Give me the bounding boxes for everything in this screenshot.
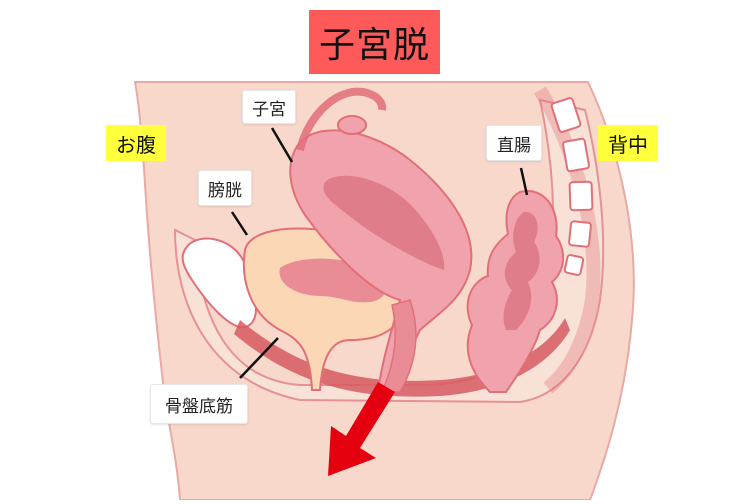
uterus-cavity	[323, 175, 445, 270]
leader-bladder	[230, 211, 249, 236]
vertebrae	[550, 97, 594, 276]
label-rectum: 直腸	[486, 125, 542, 161]
side-label-back: 背中	[598, 125, 658, 161]
prolapse-arrow	[328, 382, 395, 476]
leader-rectum	[519, 167, 529, 196]
ovary	[337, 115, 367, 135]
page-title: 子宮脱	[309, 10, 440, 74]
leader-lines	[230, 127, 529, 379]
leader-pelvic-floor	[239, 337, 279, 379]
label-bladder: 膀胱	[198, 170, 252, 206]
side-label-front: お腹	[106, 125, 166, 161]
label-pelvic-floor: 骨盤底筋	[150, 384, 248, 424]
pubic-bone	[181, 237, 258, 329]
fallopian-tube	[296, 87, 387, 152]
label-uterus: 子宮	[242, 90, 296, 124]
rectum-lumen	[503, 211, 540, 330]
leader-uterus	[270, 127, 294, 163]
